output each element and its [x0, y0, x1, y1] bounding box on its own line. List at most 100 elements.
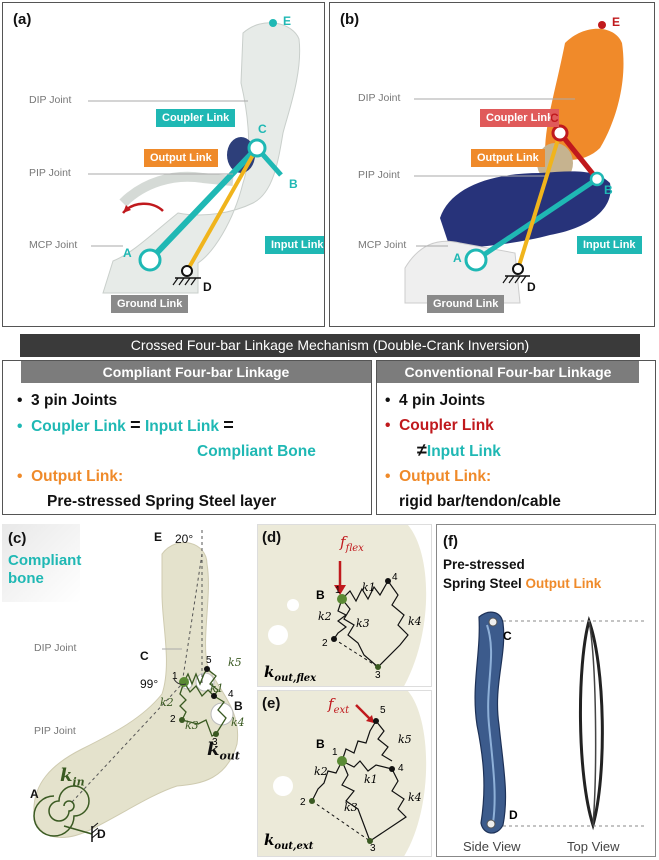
- right-header: Conventional Four-bar Linkage: [377, 361, 639, 383]
- force-flex: fflex: [340, 533, 364, 554]
- node-4-e: 4: [398, 763, 404, 774]
- point-e-c: E: [154, 530, 162, 544]
- point-a-a: A: [123, 246, 132, 260]
- panel-d: (d) fflex B 1 2 3 4 k1 k2 k3 k4 kout,fle…: [257, 524, 432, 687]
- input-link-tag-b: Input Link: [577, 236, 642, 254]
- k1-d: k1: [362, 581, 376, 594]
- node-5-e: 5: [380, 705, 386, 716]
- left-list: • 3 pin Joints • Coupler Link = Input Li…: [17, 388, 367, 514]
- panel-c: (c) Compliant bone DIP Joint PIP Joint E…: [2, 524, 254, 857]
- right-item-output: • Output Link:: [385, 464, 653, 489]
- steel-bar-top: [580, 621, 602, 825]
- angle-mid: 99°: [140, 677, 158, 691]
- k2-c: k2: [160, 696, 174, 709]
- output-link-tag-b: Output Link: [471, 149, 545, 167]
- point-d-c: D: [97, 827, 106, 841]
- point-c-f: C: [503, 629, 512, 643]
- pip-joint-label-c: PIP Joint: [34, 725, 76, 737]
- force-ext: fext: [328, 695, 349, 716]
- side-view-label: Side View: [463, 839, 521, 854]
- panel-a: (a) DIP Joint PIP Joint MCP Joint Couple…: [2, 2, 325, 327]
- angle-top: 20°: [175, 532, 193, 546]
- panel-e-label: (e): [262, 695, 280, 712]
- panel-b: (b) DIP Joint PIP Joint MCP Joint Couple…: [329, 2, 655, 327]
- point-c-c: C: [140, 649, 149, 663]
- k4-c: k4: [231, 716, 245, 729]
- panel-d-label: (d): [262, 529, 281, 546]
- input-link-tag-a: Input Link: [265, 236, 325, 254]
- point-c-b: C: [550, 111, 559, 125]
- left-item-output: • Output Link:: [17, 464, 367, 489]
- right-list: • 4 pin Joints • Coupler Link ≠Input Lin…: [385, 388, 653, 514]
- node-1-c: 1: [172, 671, 178, 682]
- top-view-label: Top View: [567, 839, 620, 854]
- left-item-bone: Compliant Bone: [17, 439, 367, 464]
- point-b-b: B: [604, 183, 613, 197]
- point-a-b: A: [453, 251, 462, 265]
- k1-c: k1: [210, 682, 224, 695]
- table-title: Crossed Four-bar Linkage Mechanism (Doub…: [20, 334, 640, 357]
- point-b-e: B: [316, 737, 325, 751]
- panel-c-label: (c): [8, 530, 26, 547]
- coupler-link-tag-b: Coupler Link: [480, 109, 559, 127]
- node-1-e: 1: [332, 747, 338, 758]
- output-link-tag-a: Output Link: [144, 149, 218, 167]
- point-a-c: A: [30, 787, 39, 801]
- k1-e: k1: [364, 773, 378, 786]
- k3-e: k3: [344, 801, 358, 814]
- point-e-a: E: [283, 14, 291, 28]
- node-2-d: 2: [322, 638, 328, 649]
- point-d-a: D: [203, 280, 212, 294]
- mcp-joint-label-a: MCP Joint: [29, 239, 77, 251]
- k-out-flex-caption: kout,flex: [264, 663, 316, 684]
- node-2-e: 2: [300, 797, 306, 808]
- k3-d: k3: [356, 617, 370, 630]
- compliant-bone-title: Compliant bone: [8, 552, 81, 588]
- k-in-label: kin: [60, 765, 85, 789]
- point-b-d: B: [316, 588, 325, 602]
- panel-f: (f) Pre-stressed Spring Steel Output Lin…: [436, 524, 656, 857]
- panel-e: (e) fext B 1 2 3 4 5 k5 k1 k3 k2 k4 kout…: [257, 690, 432, 857]
- left-item-coupler: • Coupler Link = Input Link =: [17, 413, 367, 439]
- node-4-d: 4: [392, 572, 398, 583]
- node-1-d: 1: [335, 585, 341, 596]
- left-column: Compliant Four-bar Linkage • 3 pin Joint…: [2, 360, 372, 515]
- right-column: Conventional Four-bar Linkage • 4 pin Jo…: [376, 360, 656, 515]
- k2-e: k2: [314, 765, 328, 778]
- left-item-joints: • 3 pin Joints: [17, 388, 367, 413]
- point-d-f: D: [509, 808, 518, 822]
- dip-joint-label-c: DIP Joint: [34, 642, 76, 654]
- panel-f-label: (f): [443, 533, 458, 550]
- point-d-b: D: [527, 280, 536, 294]
- panel-f-title: Pre-stressed Spring Steel Output Link: [443, 555, 601, 593]
- node-5-c: 5: [206, 655, 212, 666]
- point-e-b: E: [612, 15, 620, 29]
- node-3-c: 3: [212, 737, 218, 748]
- ground-link-tag-b: Ground Link: [427, 295, 504, 313]
- k2-d: k2: [318, 610, 332, 623]
- k3-c: k3: [185, 719, 199, 732]
- k5-c: k5: [228, 656, 242, 669]
- node-4-c: 4: [228, 689, 234, 700]
- pip-joint-label-b: PIP Joint: [358, 169, 400, 181]
- dip-joint-label-a: DIP Joint: [29, 94, 71, 106]
- node-2-c: 2: [170, 714, 176, 725]
- point-c-a: C: [258, 122, 267, 136]
- ground-link-tag-a: Ground Link: [111, 295, 188, 313]
- mcp-joint-label-b: MCP Joint: [358, 239, 406, 251]
- pip-joint-label-a: PIP Joint: [29, 167, 71, 179]
- left-item-steel: Pre-stressed Spring Steel layer: [17, 489, 367, 514]
- dip-joint-label-b: DIP Joint: [358, 92, 400, 104]
- right-item-joints: • 4 pin Joints: [385, 388, 653, 413]
- left-header: Compliant Four-bar Linkage: [21, 361, 371, 383]
- k4-d: k4: [408, 615, 422, 628]
- node-3-d: 3: [375, 670, 381, 681]
- right-item-coupler: • Coupler Link: [385, 413, 653, 438]
- k4-e: k4: [408, 791, 422, 804]
- right-item-rigid: rigid bar/tendon/cable: [385, 489, 653, 514]
- right-item-input: ≠Input Link: [385, 438, 653, 464]
- coupler-link-tag-a: Coupler Link: [156, 109, 235, 127]
- point-b-c: B: [234, 699, 243, 713]
- point-b-a: B: [289, 177, 298, 191]
- k5-e: k5: [398, 733, 412, 746]
